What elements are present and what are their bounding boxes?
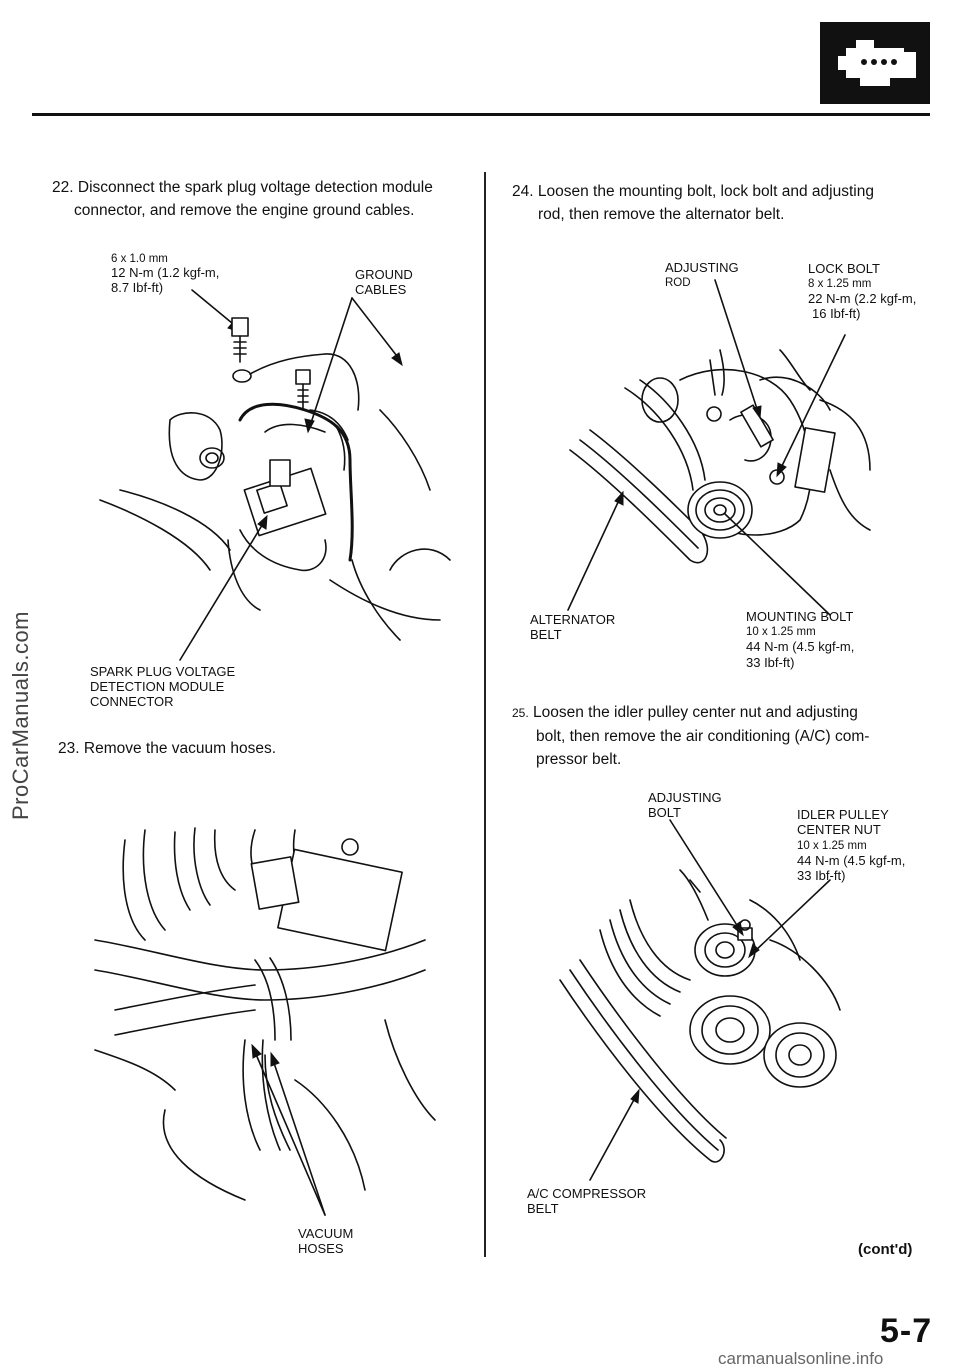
fig4-idler-4: 44 N-m (4.5 kgf-m, [797, 853, 906, 868]
step-24-line1: Loosen the mounting bolt, lock bolt and … [537, 183, 874, 200]
header-rule [32, 113, 930, 116]
step-22-line2: connector, and remove the engine ground … [74, 202, 415, 219]
figure-vacuum-hoses [94, 827, 436, 1216]
fig3-belt-2: BELT [530, 627, 562, 642]
fig1-connector-3: CONNECTOR [90, 694, 174, 709]
step-22-line1: Disconnect the spark plug voltage detect… [77, 179, 433, 196]
fig3-lock-3: 22 N-m (2.2 kgf-m, [808, 291, 917, 306]
watermark: ProCarManuals.com [8, 610, 33, 820]
step-23-number: 23. [58, 740, 80, 757]
fig1-bolt-spec-2: 12 N-m (1.2 kgf-m, [111, 265, 220, 280]
fig1-ground-1: GROUND [355, 267, 413, 282]
fig4-idler-1: IDLER PULLEY [797, 807, 889, 822]
page-number: 5-7 [880, 1312, 933, 1350]
fig3-mount-2: 10 x 1.25 mm [746, 626, 816, 638]
step-22-number: 22. [52, 179, 74, 196]
site-footer: carmanualsonline.info [718, 1349, 884, 1368]
step-25-line2: bolt, then remove the air conditioning (… [536, 728, 870, 745]
fig3-mount-3: 44 N-m (4.5 kgf-m, [746, 639, 855, 654]
column-divider [484, 172, 486, 1257]
fig3-lock-4: 16 Ibf-ft) [812, 306, 861, 321]
engine-icon [820, 22, 930, 104]
fig1-ground-2: CABLES [355, 282, 407, 297]
step-25: 25. Loosen the idler pulley center nut a… [512, 701, 922, 771]
step-24-number: 24. [512, 183, 534, 200]
fig4-ac-1: A/C COMPRESSOR [527, 1186, 647, 1201]
fig1-bolt-spec-1: 6 x 1.0 mm [111, 253, 168, 265]
fig4-idler-5: 33 Ibf-ft) [797, 868, 846, 883]
fig4-adjbolt-1: ADJUSTING [648, 790, 722, 805]
fig2-vacuum-2: HOSES [298, 1241, 344, 1256]
figure-idler-pulley [559, 819, 841, 1181]
step-23: 23. Remove the vacuum hoses. [58, 737, 458, 760]
step-25-line1: Loosen the idler pulley center nut and a… [533, 704, 858, 721]
fig4-idler-2: CENTER NUT [797, 822, 881, 837]
figure-ground-cables [99, 289, 451, 661]
fig3-lock-1: LOCK BOLT [808, 261, 881, 276]
step-24: 24. Loosen the mounting bolt, lock bolt … [512, 180, 922, 226]
fig1-connector-2: DETECTION MODULE [90, 679, 225, 694]
fig3-adjusting-1: ADJUSTING [665, 260, 739, 275]
fig1-connector-1: SPARK PLUG VOLTAGE [90, 664, 236, 679]
step-25-number: 25. [512, 706, 529, 720]
fig3-lock-2: 8 x 1.25 mm [808, 278, 872, 290]
fig3-mount-1: MOUNTING BOLT [746, 609, 854, 624]
step-22: 22. Disconnect the spark plug voltage de… [52, 176, 462, 222]
fig4-idler-3: 10 x 1.25 mm [797, 840, 867, 852]
step-25-line3: pressor belt. [536, 751, 622, 768]
step-23-text: Remove the vacuum hoses. [83, 740, 276, 757]
fig3-adjusting-2: ROD [665, 277, 691, 289]
continued-label: (cont'd) [858, 1241, 913, 1258]
fig3-mount-4: 33 Ibf-ft) [746, 655, 795, 670]
fig4-adjbolt-2: BOLT [648, 805, 681, 820]
fig2-vacuum-1: VACUUM [298, 1226, 354, 1241]
fig4-ac-2: BELT [527, 1201, 559, 1216]
step-24-line2: rod, then remove the alternator belt. [538, 206, 785, 223]
figure-alternator [567, 279, 871, 616]
fig3-belt-1: ALTERNATOR [530, 612, 616, 627]
fig1-bolt-spec-3: 8.7 Ibf-ft) [111, 280, 164, 295]
